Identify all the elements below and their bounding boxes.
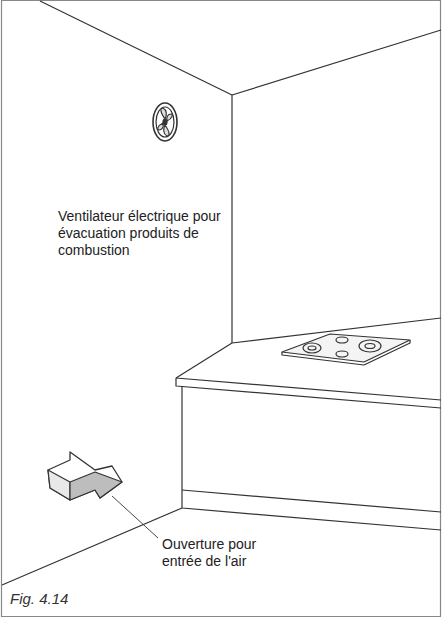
hob-edge [282, 340, 410, 365]
burner [308, 346, 316, 350]
ceiling-edge [40, 1, 441, 95]
floor-edge [2, 508, 182, 585]
fan-label: Ventilateur électrique pour évacuation p… [58, 208, 223, 259]
electric-fan [153, 103, 177, 141]
counter-back [176, 318, 441, 378]
burner [336, 337, 348, 343]
air-inlet-arrow [48, 452, 122, 500]
counter-edge [176, 378, 441, 408]
leader-line [112, 496, 158, 538]
burner [359, 340, 381, 352]
wall-corner [231, 95, 232, 343]
burner [303, 343, 321, 353]
air-inlet-label: Ouverture pour entrée de l'air [162, 536, 277, 570]
figure-caption: Fig. 4.14 [10, 590, 68, 607]
counter-body [182, 387, 441, 530]
burner [365, 344, 375, 349]
plinth [182, 490, 441, 512]
burner [336, 351, 348, 357]
